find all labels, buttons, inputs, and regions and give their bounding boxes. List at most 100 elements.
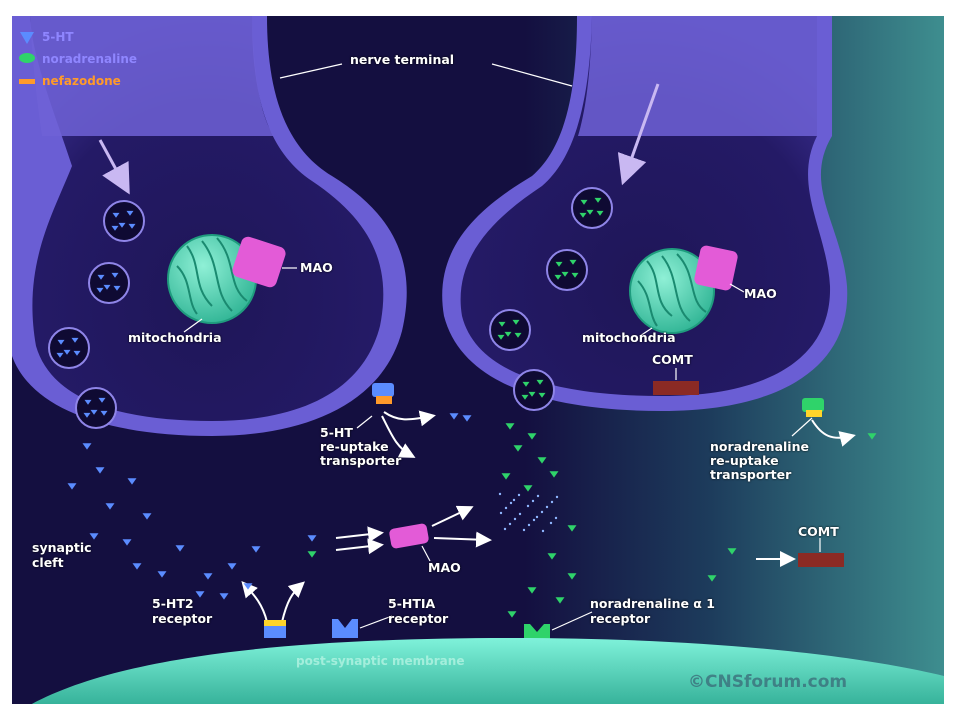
- noradrenaline-molecule: [512, 319, 520, 325]
- na-transporter-label: noradrenaline re-uptake transporter: [710, 439, 809, 482]
- metabolite-particle: [509, 501, 513, 505]
- noradrenaline-molecule: [507, 611, 517, 618]
- mito-right-pointer: [639, 327, 653, 337]
- left-input-arrow: [98, 139, 130, 195]
- mao-left-label: MAO: [300, 260, 333, 275]
- metabolite-particle: [535, 515, 539, 519]
- serotonin-molecule: [203, 573, 213, 580]
- post-synaptic-membrane: [12, 638, 944, 704]
- ht1a-receptor-shape: [332, 619, 358, 638]
- ht2-receptor-shape: [264, 620, 286, 638]
- cleft-mao-enzyme: [389, 523, 429, 549]
- synaptic-cleft-label: synaptic cleft: [32, 540, 92, 570]
- metabolite-particle: [555, 495, 559, 499]
- serotonin-molecule: [89, 533, 99, 540]
- serotonin-molecule: [127, 478, 137, 485]
- na-transporter-pointer: [791, 417, 813, 437]
- serotonin-molecule: [84, 399, 92, 405]
- nerve-terminal-label: nerve terminal: [350, 52, 455, 67]
- mitochondria-right-label: mitochondria: [582, 330, 676, 345]
- serotonin-molecule: [132, 563, 142, 570]
- noradrenaline-molecule: [569, 259, 577, 265]
- noradrenaline-molecule: [504, 331, 512, 337]
- noradrenaline-molecule: [555, 261, 563, 267]
- left-vesicles: [48, 200, 145, 429]
- noradrenaline-molecule: [523, 485, 533, 492]
- serotonin-molecule: [63, 349, 71, 355]
- metabolite-particle: [549, 521, 553, 525]
- serotonin-molecule: [111, 272, 119, 278]
- ht-transporter-label: 5-HT re-uptake transporter: [320, 425, 402, 468]
- metabolite-particle: [550, 500, 554, 504]
- metabolite-particle: [540, 510, 544, 514]
- comt-terminal-label: COMT: [652, 352, 693, 367]
- noradrenaline-molecule: [505, 423, 515, 430]
- noradrenaline-molecule: [586, 209, 594, 215]
- metabolite-particle: [499, 511, 503, 515]
- serotonin-molecule: [103, 284, 111, 290]
- legend-swatch-noradrenaline: [19, 53, 35, 63]
- noradrenaline-molecule: [498, 321, 506, 327]
- ht-transporter-pointer: [356, 415, 373, 429]
- mao-cleft-label: MAO: [428, 560, 461, 575]
- serotonin-molecule: [71, 337, 79, 343]
- serotonin-molecule: [112, 212, 120, 218]
- serotonin-molecule: [122, 539, 132, 546]
- post-synaptic-membrane-label: post-synaptic membrane: [296, 654, 465, 668]
- serotonin-molecule: [105, 503, 115, 510]
- legend-swatch-5ht: [20, 32, 34, 44]
- metabolite-particle: [541, 529, 545, 533]
- synapse-illustration: [12, 16, 944, 704]
- noradrenaline-molecule: [727, 548, 737, 555]
- serotonin-molecule: [175, 545, 185, 552]
- metabolite-particle: [536, 494, 540, 498]
- metabolite-particle: [532, 518, 536, 522]
- legend-label-5ht: 5-HT: [42, 30, 74, 44]
- noradrenaline-molecule: [561, 271, 569, 277]
- right-mitochondria: [629, 248, 715, 334]
- ht1a-receptor-label: 5-HTIA receptor: [388, 596, 449, 626]
- noradrenaline-molecule: [571, 272, 579, 278]
- synapse-diagram: 5-HT noradrenaline nefazodone nerve term…: [12, 16, 944, 704]
- metabolite-particle: [518, 512, 522, 516]
- metabolite-particle: [512, 498, 516, 502]
- ht2-receptor-label: 5-HT2 receptor: [152, 596, 213, 626]
- mao-right-pointer: [729, 283, 745, 293]
- noradrenaline-molecule: [707, 575, 717, 582]
- metabolite-particle: [504, 506, 508, 510]
- legend-label-nefazodone: nefazodone: [42, 74, 121, 88]
- serotonin-molecule: [57, 339, 65, 345]
- noradrenaline-molecule: [580, 199, 588, 205]
- serotonin-molecule: [142, 513, 152, 520]
- noradrenaline-molecule: [547, 553, 557, 560]
- serotonin-molecule: [227, 563, 237, 570]
- metabolite-particle: [508, 522, 512, 526]
- metabolite-particle: [554, 516, 558, 520]
- serotonin-molecule: [100, 410, 108, 416]
- metabolite-particle: [527, 523, 531, 527]
- noradrenaline-molecule: [514, 332, 522, 338]
- serotonin-molecule: [97, 274, 105, 280]
- flow-arrows: [241, 410, 856, 623]
- serotonin-molecule: [111, 225, 119, 231]
- right-nerve-terminal: [442, 16, 848, 411]
- mao-right-label: MAO: [744, 286, 777, 301]
- noradrenaline-molecule: [596, 210, 604, 216]
- metabolite-particle: [522, 528, 526, 532]
- metabolite-particle: [531, 499, 535, 503]
- noradrenaline-molecule: [537, 457, 547, 464]
- serotonin-molecule: [113, 285, 121, 291]
- serotonin-molecule: [98, 397, 106, 403]
- metabolite-particle: [517, 493, 521, 497]
- neurotransmitter-particles: [56, 197, 877, 618]
- noradrenaline-molecule: [513, 445, 523, 452]
- cleft-comt-enzyme: [798, 553, 844, 567]
- serotonin-molecule: [67, 483, 77, 490]
- serotonin-molecule: [449, 413, 459, 420]
- noradrenaline-molecule: [528, 391, 536, 397]
- serotonin-molecule: [251, 546, 261, 553]
- left-nerve-terminal: [12, 16, 407, 436]
- left-mao-enzyme: [232, 236, 286, 288]
- noradrenaline-molecule: [527, 587, 537, 594]
- metabolite-particle: [526, 504, 530, 508]
